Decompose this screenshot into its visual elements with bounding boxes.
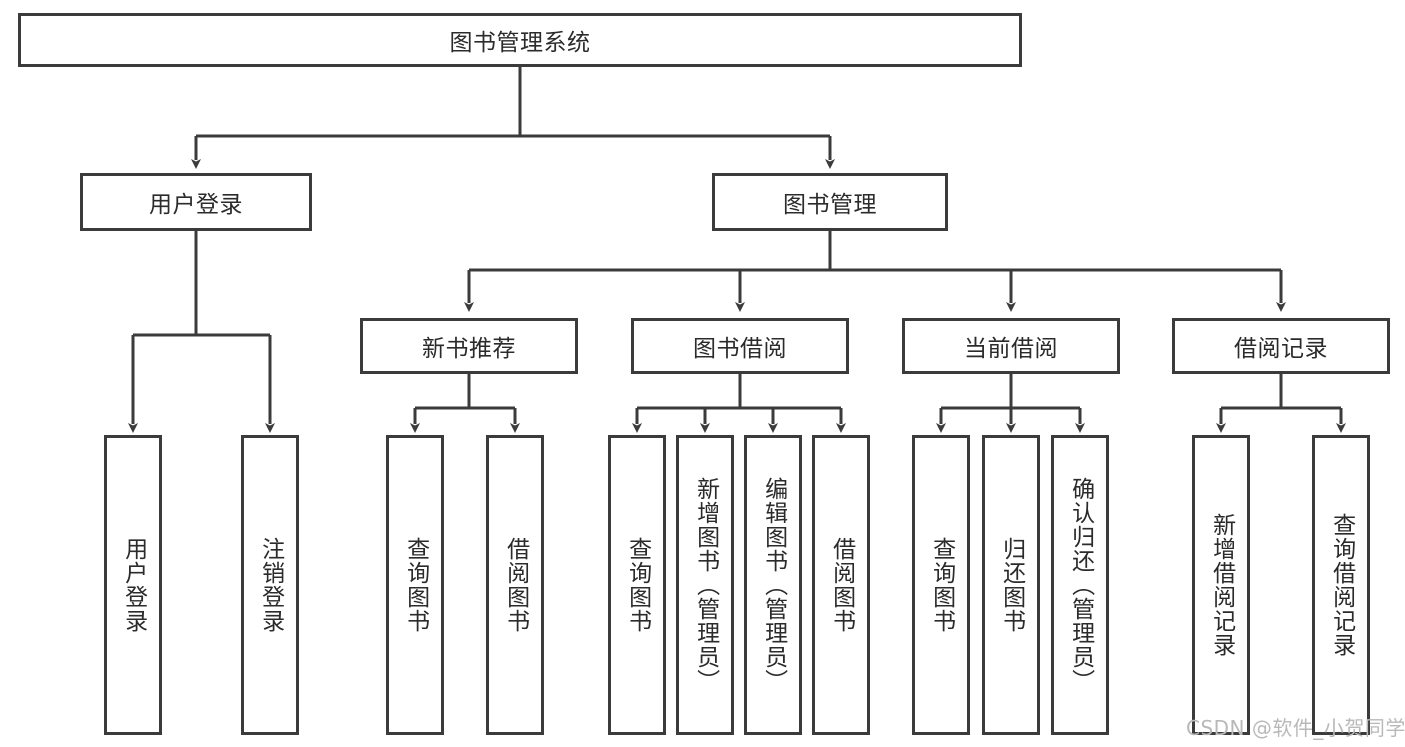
node-label: 借阅记录 (1234, 336, 1328, 362)
node-label: 新书推荐 (422, 336, 516, 362)
leaf-add-borrow-record[interactable]: 新增借阅记录 (1192, 435, 1250, 735)
node-label: 图书借阅 (693, 336, 787, 362)
leaf-add-book-admin[interactable]: 新增图书（管理员） (676, 435, 734, 735)
node-label: 确认归还（管理员） (1067, 477, 1094, 693)
node-borrow-records[interactable]: 借阅记录 (1172, 318, 1390, 374)
node-new-book-recommend[interactable]: 新书推荐 (360, 318, 578, 374)
node-user-login[interactable]: 用户登录 (80, 173, 312, 231)
leaf-confirm-return-admin[interactable]: 确认归还（管理员） (1051, 435, 1109, 735)
node-label: 新增借阅记录 (1208, 513, 1235, 657)
leaf-query-books-recommend[interactable]: 查询图书 (386, 435, 444, 735)
node-label: 图书管理 (783, 192, 877, 218)
node-book-borrow[interactable]: 图书借阅 (631, 318, 849, 374)
node-label: 借阅图书 (502, 537, 529, 633)
node-current-borrow[interactable]: 当前借阅 (902, 318, 1120, 374)
node-label: 查询图书 (928, 537, 955, 633)
node-book-management[interactable]: 图书管理 (712, 173, 948, 231)
leaf-query-borrow-record[interactable]: 查询借阅记录 (1312, 435, 1370, 735)
leaf-query-books-borrow[interactable]: 查询图书 (608, 435, 666, 735)
leaf-logout[interactable]: 注销登录 (241, 435, 299, 735)
node-label: 查询借阅记录 (1328, 513, 1355, 657)
node-label: 用户登录 (149, 192, 243, 218)
node-label: 编辑图书（管理员） (760, 477, 787, 693)
leaf-borrow-book[interactable]: 借阅图书 (812, 435, 870, 735)
node-label: 查询图书 (402, 537, 429, 633)
leaf-query-books-current[interactable]: 查询图书 (912, 435, 970, 735)
node-label: 注销登录 (257, 537, 284, 633)
node-root-book-management-system[interactable]: 图书管理系统 (18, 13, 1022, 67)
node-label: 新增图书（管理员） (692, 477, 719, 693)
node-label: 当前借阅 (964, 336, 1058, 362)
leaf-borrow-books-recommend[interactable]: 借阅图书 (486, 435, 544, 735)
leaf-edit-book-admin[interactable]: 编辑图书（管理员） (744, 435, 802, 735)
node-label: 归还图书 (998, 537, 1025, 633)
leaf-user-login[interactable]: 用户登录 (104, 435, 162, 735)
node-label: 图书管理系统 (449, 30, 591, 56)
node-label: 用户登录 (120, 537, 147, 633)
node-label: 借阅图书 (828, 537, 855, 633)
leaf-return-book[interactable]: 归还图书 (982, 435, 1040, 735)
watermark-text: CSDN @软件_小贺同学 (1186, 716, 1405, 740)
node-label: 查询图书 (624, 537, 651, 633)
